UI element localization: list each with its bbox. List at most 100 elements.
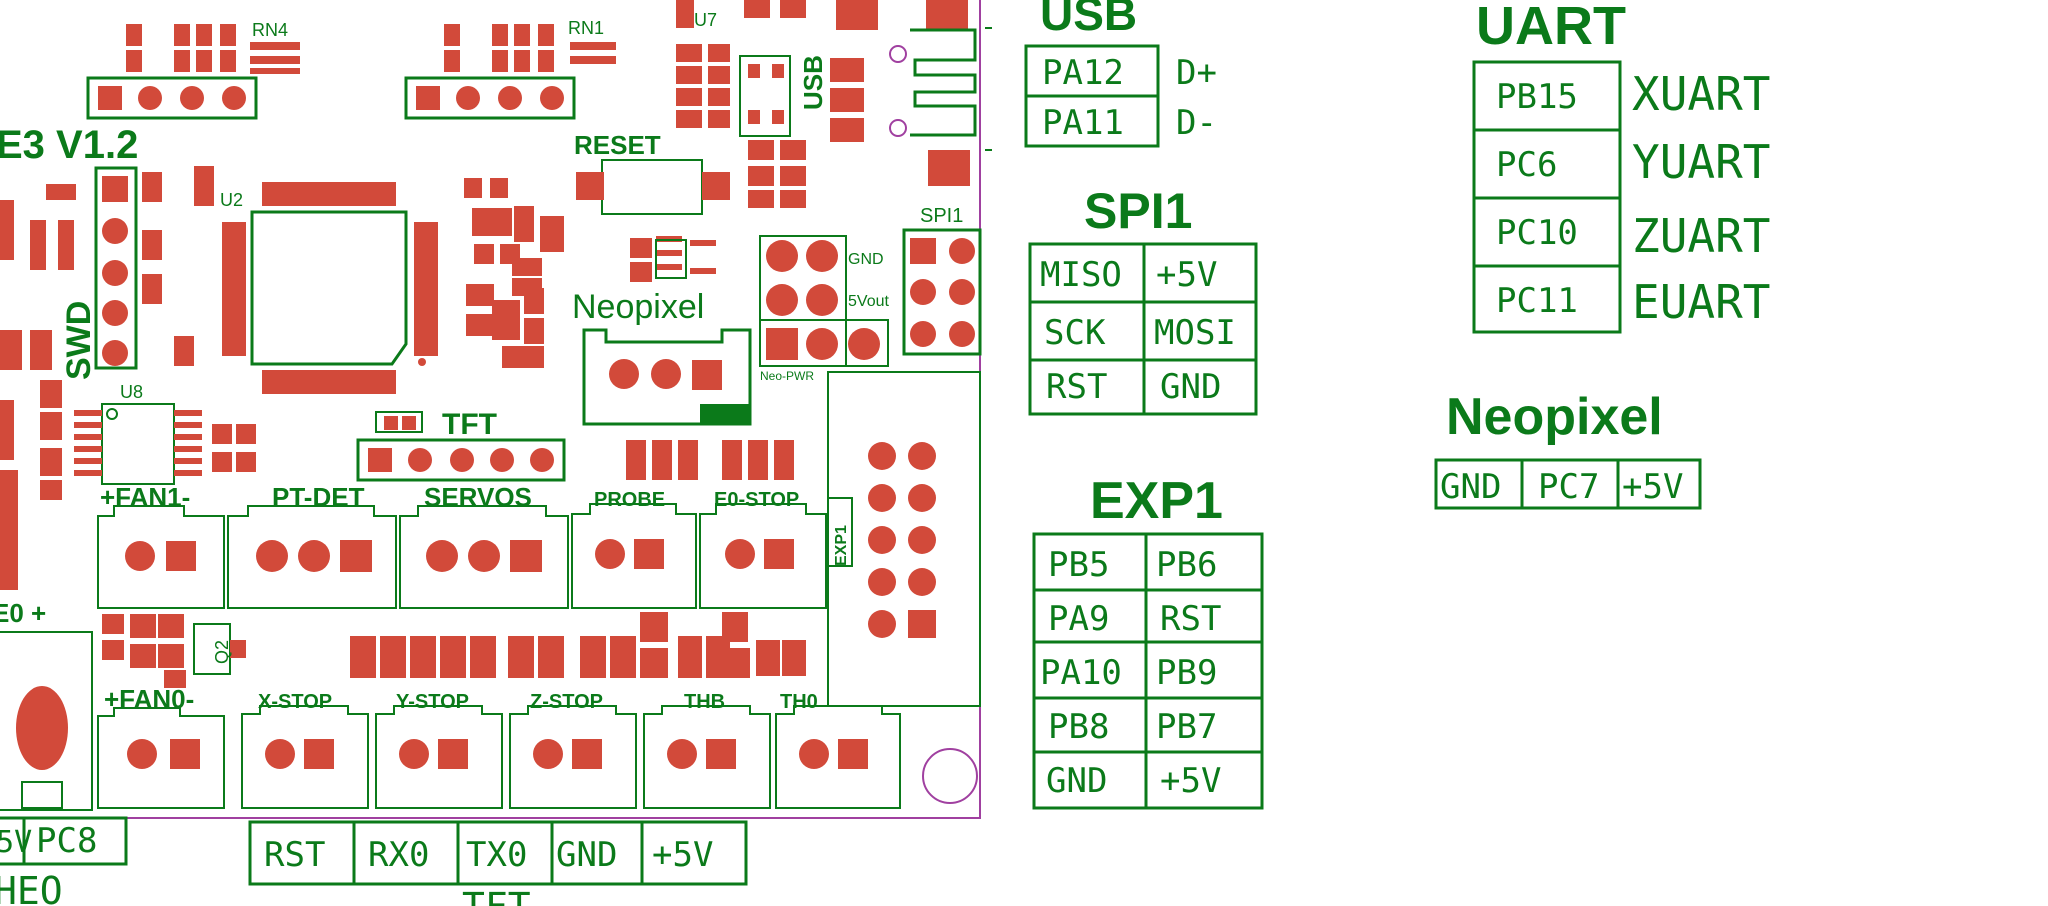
neopixel-title: Neopixel [1446, 388, 1663, 446]
exp1-cell-2-1: PB9 [1156, 653, 1217, 693]
servos-label: SERVOS [424, 482, 532, 512]
swd-area: SWD U2 [0, 166, 243, 380]
heater-pinout-partial: +5V PC8 HEO [0, 816, 128, 906]
exp1-cell-4-1: +5V [1160, 761, 1221, 801]
spi1-cell-1-1: MOSI [1154, 313, 1236, 353]
probe-label: PROBE [594, 489, 665, 511]
u8-area: U8 [0, 380, 256, 590]
tft-5v-cell: +5V [652, 835, 713, 875]
reset-label: RESET [574, 130, 661, 160]
uart-title: UART [1476, 0, 1626, 56]
rn1-label: RN1 [568, 18, 604, 38]
tft-gnd-cell: GND [556, 835, 617, 875]
spi1-cell-0-0: MISO [1040, 255, 1122, 295]
neopixel-pinout: Neopixel GND PC7 +5V [1434, 388, 1702, 510]
neopixel-cell-1: PC7 [1538, 467, 1599, 507]
tft-header-pinout: RST RX0 TX0 GND +5V TFT [248, 820, 748, 906]
q2-label: Q2 [212, 640, 232, 664]
spi1-cell-2-0: RST [1046, 367, 1107, 407]
heater-5v-cell: +5V [0, 825, 32, 860]
spi1-board-label: SPI1 [920, 205, 963, 227]
uart-pin-0: PB15 [1496, 77, 1578, 117]
usb-title: USB [1040, 0, 1137, 40]
uart-label-1: YUART [1632, 135, 1770, 189]
rn4-area: RN4 [86, 20, 300, 120]
e0-plus-label: E0 + [0, 598, 46, 628]
tft-rst-cell: RST [264, 835, 325, 875]
jumper-5vout-label: 5Vout [848, 293, 889, 310]
lower-connector-row: +FAN0- X-STOP Y-STOP Z-STOP THB TH0 [97, 684, 901, 809]
tft-board-label: TFT [442, 408, 497, 441]
exp1-cell-1-0: PA9 [1048, 599, 1109, 639]
u3-area [630, 236, 716, 282]
e0-stop-label: E0-STOP [714, 489, 799, 511]
spi1-board-header: SPI1 [902, 205, 982, 356]
spi1-cell-0-1: +5V [1156, 255, 1217, 295]
board-region: RN4 RN1 U [0, 0, 992, 906]
x-stop-label: X-STOP [258, 691, 332, 713]
mounting-hole [922, 748, 978, 804]
pt-det-label: PT-DET [272, 482, 365, 512]
usb-label-1: D- [1176, 103, 1217, 143]
u7-label: U7 [694, 10, 717, 30]
usb-pin-1: PA11 [1042, 103, 1124, 143]
neo-power-jumpers: GND 5Vout Neo-PWR [759, 235, 889, 383]
board-title: E3 V1.2 [0, 123, 138, 167]
exp1-cell-0-0: PB5 [1048, 545, 1109, 585]
uart-pin-2: PC10 [1496, 213, 1578, 253]
crystal-area [464, 178, 564, 368]
u8-label: U8 [120, 382, 143, 402]
swd-label: SWD [60, 301, 98, 380]
heater-pc8-cell: PC8 [36, 821, 97, 861]
u2-label: U2 [220, 190, 243, 210]
usb-pin-0: PA12 [1042, 53, 1124, 93]
upper-connector-row: +FAN1- PT-DET SERVOS PROBE E0-STOP [97, 482, 827, 609]
y-stop-label: Y-STOP [396, 691, 469, 713]
spi1-pinout: SPI1 MISO +5V SCK MOSI RST GND [1028, 183, 1258, 416]
spi1-cell-2-1: GND [1160, 367, 1221, 407]
neo-pwr-label: Neo-PWR [760, 369, 814, 383]
exp1-board-label: EXP1 [833, 525, 850, 566]
exp1-cell-0-1: PB6 [1156, 545, 1217, 585]
z-stop-label: Z-STOP [530, 691, 603, 713]
neopixel-cell-0: GND [1440, 467, 1501, 507]
exp1-pinout: EXP1 PB5 PB6 PA9 RST PA10 PB9 PB8 PB7 GN… [1032, 472, 1264, 810]
uart-pin-1: PC6 [1496, 145, 1557, 185]
probe-resistors [626, 440, 794, 480]
usb-pinout: USB PA12 D+ PA11 D- [1024, 0, 1217, 148]
exp1-cell-3-1: PB7 [1156, 707, 1217, 747]
spi1-cell-1-0: SCK [1044, 313, 1106, 353]
th0-label: TH0 [780, 691, 818, 713]
exp1-board-header: EXP1 [827, 371, 981, 707]
mcu-chip [222, 182, 438, 394]
spi1-title: SPI1 [1084, 183, 1192, 239]
exp1-title: EXP1 [1090, 472, 1223, 530]
reset-button-area: RESET [574, 130, 730, 215]
exp1-cell-3-0: PB8 [1048, 707, 1109, 747]
tft-tx0-cell: TX0 [466, 835, 527, 875]
rn4-label: RN4 [252, 20, 288, 40]
neopixel-board-label: Neopixel [572, 288, 704, 326]
usb-area: U7 USB [676, 0, 992, 208]
usb-label-0: D+ [1176, 53, 1217, 93]
tft-header-label: TFT [462, 885, 531, 906]
usb-board-label: USB [798, 55, 828, 110]
uart-label-3: EUART [1632, 275, 1770, 329]
exp1-cell-4-0: GND [1046, 761, 1107, 801]
exp1-cell-2-0: PA10 [1040, 653, 1122, 693]
jumper-gnd-label: GND [848, 251, 884, 268]
tft-rx0-cell: RX0 [368, 835, 429, 875]
mosfet-area: E0 + Q2 [0, 598, 806, 811]
uart-pin-3: PC11 [1496, 281, 1578, 321]
uart-label-2: ZUART [1632, 209, 1770, 263]
exp1-cell-1-1: RST [1160, 599, 1221, 639]
heater-heo-label: HEO [0, 869, 63, 906]
uart-pinout: UART PB15 XUART PC6 YUART PC10 ZUART PC1… [1472, 0, 1770, 334]
thb-label: THB [684, 691, 725, 713]
rn1-area: RN1 [404, 18, 616, 120]
tft-board-header: TFT [356, 408, 566, 482]
uart-label-0: XUART [1632, 67, 1770, 121]
neopixel-cell-2: +5V [1622, 467, 1683, 507]
neopixel-connector: Neopixel [572, 288, 752, 426]
